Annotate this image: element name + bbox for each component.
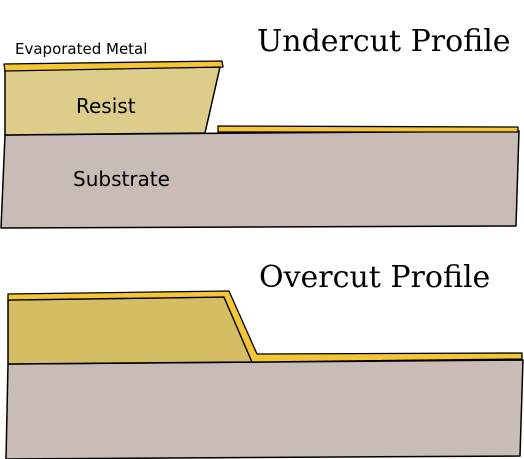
evaporated-metal-label: Evaporated Metal — [15, 40, 147, 58]
overcut-profile-figure: Overcut Profile — [5, 260, 524, 459]
undercut-title: Undercut Profile — [257, 24, 511, 59]
undercut-metal-on-substrate — [217, 125, 519, 133]
undercut-profile-figure: Undercut Profile Evaporated Metal Resist… — [0, 24, 520, 229]
overcut-title: Overcut Profile — [259, 260, 490, 295]
overcut-resist — [7, 296, 253, 365]
resist-label: Resist — [76, 94, 136, 118]
undercut-metal-on-resist — [3, 60, 224, 72]
overcut-metal-continuous — [7, 290, 523, 363]
substrate-label: Substrate — [73, 167, 170, 191]
overcut-substrate — [5, 359, 524, 459]
